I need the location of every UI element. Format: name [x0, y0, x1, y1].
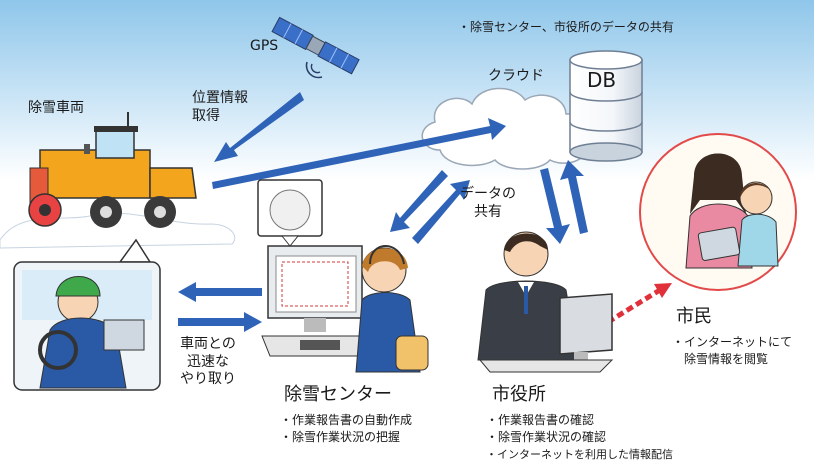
header-note: ・除雪センター、市役所のデータの共有 — [458, 20, 674, 34]
arrow-center-to-cloud — [412, 180, 470, 244]
citizen-title: 市民 — [676, 306, 712, 327]
center-bullet: ・除雪作業状況の把握 — [280, 430, 401, 444]
gps-label: GPS — [250, 38, 279, 54]
db-label: DB — [587, 68, 617, 92]
data-flow-arrows — [178, 92, 588, 332]
vehicle-label: 除雪車両 — [28, 100, 84, 116]
vehicle-comm-line-3: やり取り — [180, 371, 236, 387]
cloud-shape — [421, 87, 593, 170]
position-info-label: 位置情報 取得 — [192, 90, 248, 125]
vehicle-comm-line-2: 迅速な — [187, 353, 229, 370]
center-bullet: ・作業報告書の自動作成 — [280, 413, 413, 427]
vehicle-comm-line-1: 車両との — [180, 336, 236, 352]
cloud-label: クラウド — [488, 68, 544, 84]
arrow-vehicle-to-center — [178, 312, 262, 332]
driver-inset — [13, 238, 161, 391]
arrow-cityhall-to-cloud — [560, 160, 588, 234]
data-share-line-2: 共有 — [474, 203, 502, 220]
vehicle-comm-label: 車両との 迅速な やり取り — [180, 336, 236, 389]
center-operator-illustration — [257, 179, 429, 373]
center-title: 除雪センター — [284, 384, 392, 405]
snow-plow-vehicle-icon — [28, 112, 197, 228]
signal-waves-icon — [305, 61, 323, 79]
cityhall-bullet: ・インターネットを利用した情報配信 — [486, 448, 673, 461]
cityhall-bullets: ・作業報告書の確認 ・除雪作業状況の確認 ・インターネットを利用した情報配信 — [486, 412, 673, 463]
cityhall-title: 市役所 — [492, 384, 546, 405]
db-cylinder-icon — [569, 50, 643, 162]
cityhall-bullet: ・除雪作業状況の確認 — [486, 430, 607, 444]
arrow-cloud-to-center — [390, 170, 448, 232]
citizen-bullets: ・インターネットにて 除雪情報を閲覧 — [672, 334, 792, 368]
citizen-bullet: ・インターネットにて — [672, 335, 793, 349]
arrow-gps-to-vehicle — [214, 92, 304, 162]
satellite-icon — [271, 16, 360, 75]
cityhall-worker-illustration — [477, 231, 614, 373]
center-bullets: ・作業報告書の自動作成 ・除雪作業状況の把握 — [280, 412, 412, 446]
data-share-line-1: データの — [460, 186, 516, 202]
citizen-illustration — [639, 133, 797, 291]
cityhall-bullet: ・作業報告書の確認 — [486, 413, 595, 427]
citizen-bullet: 除雪情報を閲覧 — [684, 352, 769, 366]
position-info-line-2: 取得 — [192, 107, 220, 124]
arrow-vehicle-to-cloud — [212, 118, 506, 189]
position-info-line-1: 位置情報 — [192, 90, 248, 106]
arrow-cloud-to-cityhall — [540, 168, 570, 244]
data-share-label: データの 共有 — [460, 186, 516, 221]
arrow-cityhall-to-citizen — [606, 283, 672, 325]
arrow-center-to-vehicle — [178, 282, 262, 302]
